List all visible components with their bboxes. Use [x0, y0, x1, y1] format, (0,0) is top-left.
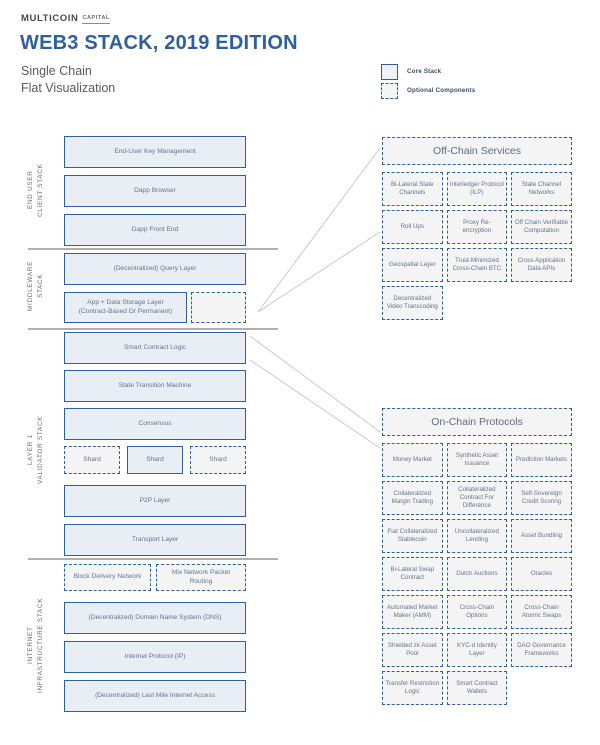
stack-box-end-user-key-management[interactable]: End-User Key Management [64, 136, 246, 168]
page-subtitle: Single Chain Flat Visualization [21, 64, 116, 95]
core-swatch-icon [381, 63, 398, 80]
panel-title-off-chain-services: Off-Chain Services [382, 137, 572, 165]
on-chain-item[interactable]: Synthetic Asset Issuance [446, 443, 508, 477]
stack-box-block-delivery-network[interactable]: Block Delivery Network [64, 564, 151, 591]
stack-box-shard-center[interactable]: Shard [127, 446, 183, 474]
stack-box-dapp-front-end[interactable]: Dapp Front End [64, 214, 246, 246]
stack-box-dapp-browser[interactable]: Dapp Browser [64, 175, 246, 207]
off-chain-item[interactable]: Proxy Re-encryption [446, 210, 508, 244]
on-chain-item[interactable]: Fiat Collateralized Stablecoin [382, 519, 443, 553]
stack-box-smart-contract-logic[interactable]: Smart Contract Logic [64, 332, 246, 364]
stack-box-dns[interactable]: (Decentralized) Domain Name System (DNS) [64, 602, 246, 634]
divider-end-user-middleware [28, 248, 278, 250]
optional-swatch-icon [381, 82, 398, 99]
on-chain-item[interactable]: Collateralized Margin Trading [382, 481, 443, 515]
on-chain-grid: Money Market Synthetic Asset Issuance Pr… [382, 443, 572, 705]
brand-suffix: CAPITAL [82, 16, 110, 24]
on-chain-item[interactable]: DAO Governance Frameworks [511, 633, 572, 667]
off-chain-item[interactable]: Interledger Protocol (ILP) [446, 172, 508, 206]
off-chain-item[interactable]: Roll Ups [382, 210, 443, 244]
off-chain-item[interactable]: Decentralized Video Transcoding [382, 286, 443, 320]
stack-box-p2p-layer[interactable]: P2P Layer [64, 485, 246, 517]
on-chain-item[interactable]: Automated Market Maker (AMM) [382, 595, 443, 629]
legend-core-label: Core Stack [407, 68, 442, 75]
on-chain-item[interactable]: Prediction Markets [511, 443, 572, 477]
stack-box-transport-layer[interactable]: Transport Layer [64, 524, 246, 556]
off-chain-item[interactable]: Trust-Minimized Cross-Chain BTC [446, 248, 508, 282]
stack-box-shard-right[interactable]: Shard [190, 446, 246, 474]
brand-name: MULTICOIN [21, 13, 79, 24]
on-chain-item[interactable]: Oracles [511, 557, 572, 591]
page-title: WEB3 STACK, 2019 EDITION [20, 32, 298, 54]
off-chain-item[interactable]: Off Chain Verifiable Computation [511, 210, 572, 244]
off-chain-item[interactable]: Bi-Lateral State Channels [382, 172, 443, 206]
stack-box-internet-protocol[interactable]: Internet Protocol (IP) [64, 641, 246, 673]
on-chain-item[interactable]: Shielded zk Asset Pool [382, 633, 443, 667]
on-chain-item[interactable]: Dutch Auctions [446, 557, 508, 591]
stack-box-last-mile-internet-access[interactable]: (Decentralized) Last Mile Internet Acces… [64, 680, 246, 712]
on-chain-item[interactable]: Bi-Lateral Swap Contract [382, 557, 443, 591]
on-chain-item[interactable]: KYC-d Identity Layer [446, 633, 508, 667]
on-chain-item[interactable]: Transfer Restriction Logic [382, 671, 443, 705]
legend-item-core: Core Stack [381, 62, 475, 81]
off-chain-item[interactable]: State Channel Networks [511, 172, 572, 206]
off-chain-item[interactable]: Cross Application Data APIs [511, 248, 572, 282]
off-chain-item[interactable]: Geospatial Layer [382, 248, 443, 282]
stack-box-optional-placeholder[interactable] [191, 292, 246, 323]
on-chain-item[interactable]: Collateralized Contract For Difference [446, 481, 508, 515]
section-label-middleware: MIDDLEWARE STACK [27, 260, 44, 312]
stack-box-app-data-storage-layer[interactable]: App + Data Storage Layer (Contract-Based… [64, 292, 187, 323]
legend: Core Stack Optional Components [381, 62, 475, 100]
divider-middleware-layer1 [28, 328, 278, 330]
stack-box-shard-left[interactable]: Shard [64, 446, 120, 474]
on-chain-item[interactable]: Money Market [382, 443, 443, 477]
on-chain-item[interactable]: Asset Bundling [511, 519, 572, 553]
divider-layer1-internet [28, 558, 278, 560]
on-chain-item[interactable]: Uncollateralized Lending [446, 519, 508, 553]
brand-logo: MULTICOIN CAPITAL [21, 13, 110, 24]
on-chain-item[interactable]: Self-Sovereign Credit Scoring [511, 481, 572, 515]
section-label-internet: INTERNET INFRASTRUCTURE STACK [27, 597, 44, 693]
panel-title-on-chain-protocols: On-Chain Protocols [382, 408, 572, 436]
on-chain-item[interactable]: Cross-Chain Options [446, 595, 508, 629]
legend-item-optional: Optional Components [381, 81, 475, 100]
section-label-end-user: END USER CLIENT STACK [27, 163, 44, 217]
on-chain-item[interactable]: Cross-Chain Atomic Swaps [511, 595, 572, 629]
off-chain-grid: Bi-Lateral State Channels Interledger Pr… [382, 172, 572, 320]
on-chain-item[interactable]: Smart Contract Wallets [446, 671, 508, 705]
stack-box-consensus[interactable]: Consensus [64, 408, 246, 440]
section-label-layer1: LAYER 1 VALIDATOR STACK [27, 415, 44, 485]
stack-box-state-transition-machine[interactable]: State Transition Machine [64, 370, 246, 402]
stack-box-mix-network-packet-routing[interactable]: Mix Network Packet Routing [156, 564, 246, 591]
stack-box-query-layer[interactable]: (Decentralized) Query Layer [64, 253, 246, 285]
legend-optional-label: Optional Components [407, 87, 476, 94]
